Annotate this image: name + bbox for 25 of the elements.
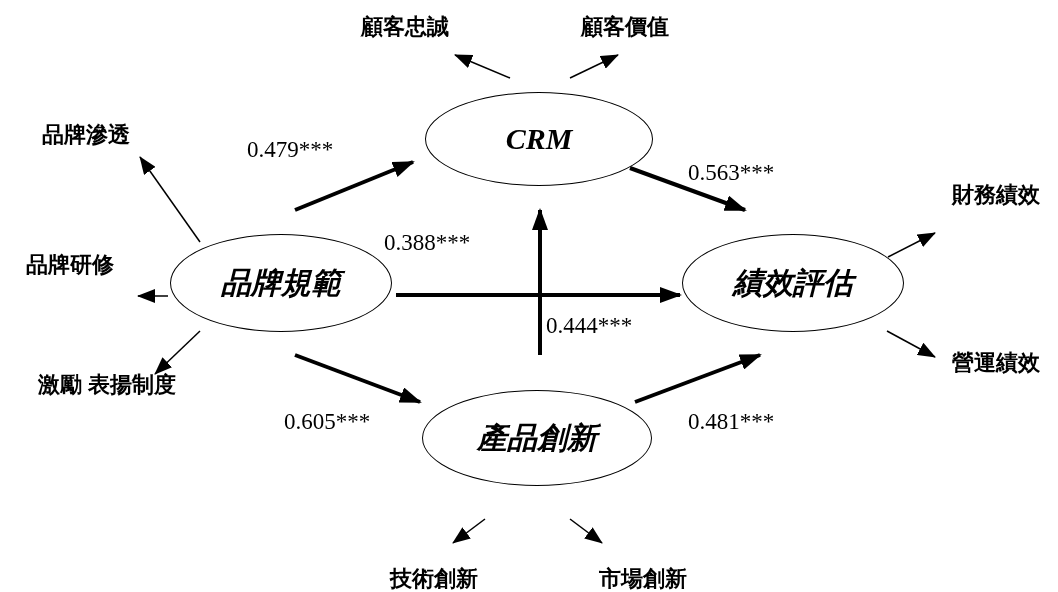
- path-arrow: [634, 353, 762, 404]
- indicator-arrow: [569, 54, 619, 79]
- indicator-arrow: [137, 289, 169, 303]
- indicator-arrow: [452, 518, 486, 544]
- indicator-label: 營運績效: [938, 348, 1053, 378]
- indicator-label: 技術創新: [376, 565, 491, 592]
- indicator-label: 激勵 表揚制度: [12, 370, 202, 400]
- indicator-arrow: [154, 330, 201, 375]
- indicator-arrow: [569, 518, 603, 544]
- indicator-arrow: [886, 330, 936, 358]
- indicator-label: 品牌滲透: [28, 120, 143, 150]
- variable-label: CRM: [505, 124, 573, 154]
- indicator-arrow: [454, 54, 511, 79]
- indicator-arrow: [139, 156, 201, 243]
- indicator-label: 品牌研修: [12, 250, 127, 280]
- path-arrow: [396, 287, 682, 303]
- indicator-label: 市場創新: [588, 565, 698, 592]
- path-arrow: [629, 166, 747, 212]
- indicator-label: 顧客價值: [570, 12, 680, 42]
- path-arrow: [532, 208, 548, 355]
- indicator-label: 顧客忠誠: [350, 12, 460, 42]
- indicator-arrow: [887, 232, 936, 258]
- indicator-label: 財務績效: [938, 180, 1053, 210]
- path-arrow: [294, 160, 415, 212]
- path-arrow: [294, 353, 422, 404]
